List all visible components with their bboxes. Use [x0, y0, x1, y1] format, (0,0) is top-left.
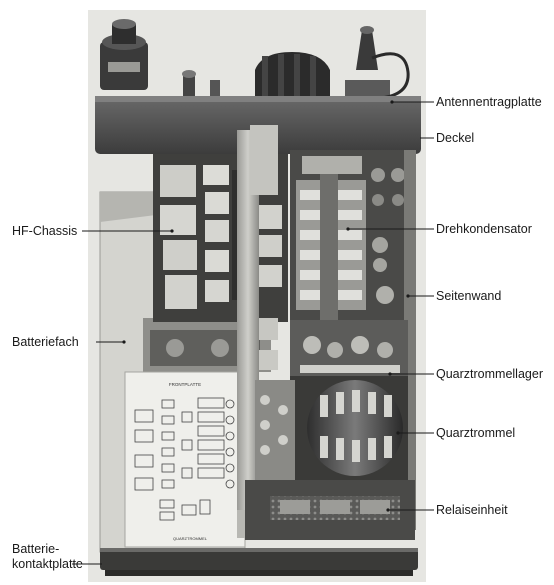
quarztrommellager — [290, 320, 408, 376]
quarztrommel-small-text: QUARZTROMMEL — [173, 536, 208, 541]
label-batterie-line1: Batterie- — [12, 542, 60, 556]
batterie-kontaktplatte — [100, 548, 418, 576]
label-deckel: Deckel — [436, 131, 475, 145]
quarztrommel — [255, 376, 408, 480]
label-seitenwand: Seitenwand — [436, 289, 502, 303]
leader-lines — [72, 101, 434, 565]
label-batteriefach: Batteriefach — [12, 335, 79, 349]
label-quarztrommellager: Quarztrommellager — [436, 367, 543, 381]
label-quarztrommel: Quarztrommel — [436, 426, 516, 440]
label-kontaktplatte-line2: kontaktplatte — [12, 557, 83, 571]
top-connectors — [100, 19, 410, 100]
label-relaiseinheit: Relaiseinheit — [436, 503, 508, 517]
front-plate-schematic — [134, 397, 235, 521]
frontplate-text: FRONTPLATTE — [169, 382, 201, 387]
label-hf-chassis: HF-Chassis — [12, 224, 78, 238]
drehkondensator — [290, 150, 410, 320]
hf-chassis — [153, 154, 288, 370]
label-drehkondensator: Drehkondensator — [436, 222, 532, 236]
label-antennentragplatte: Antennentragplatte — [436, 95, 542, 109]
